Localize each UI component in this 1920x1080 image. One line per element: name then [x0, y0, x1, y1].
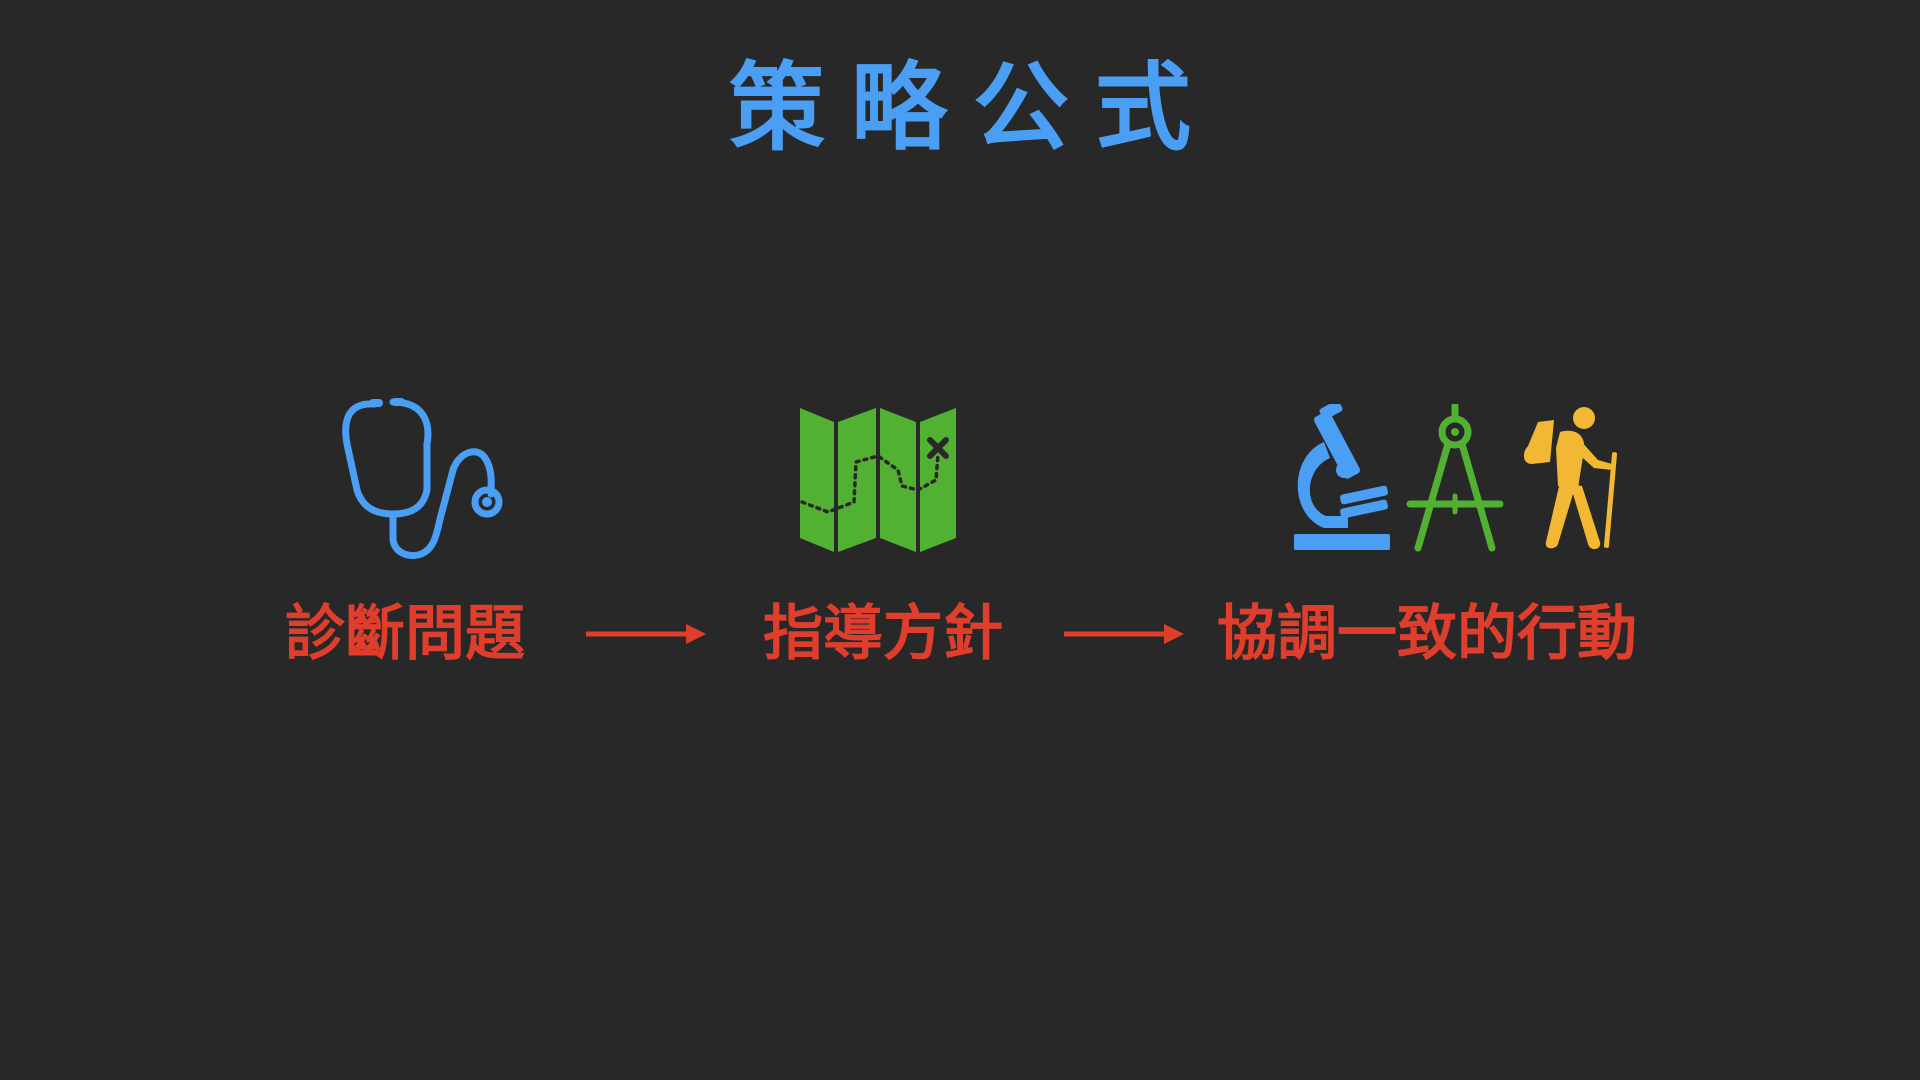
arrow-right-icon — [586, 624, 706, 644]
slide-title: 策略公式 — [729, 52, 1217, 164]
microscope-icon — [1294, 404, 1390, 550]
compass-icon — [1406, 404, 1504, 552]
arrow-right-icon — [1064, 624, 1184, 644]
step-label-coherent-action: 協調一致的行動 — [1217, 599, 1637, 669]
hiker-icon — [1523, 407, 1618, 550]
map-icon — [800, 408, 956, 552]
stethoscope-icon — [342, 398, 503, 559]
step-label-guiding-policy: 指導方針 — [763, 599, 1003, 669]
step-label-diagnosis: 診斷問題 — [285, 599, 525, 669]
